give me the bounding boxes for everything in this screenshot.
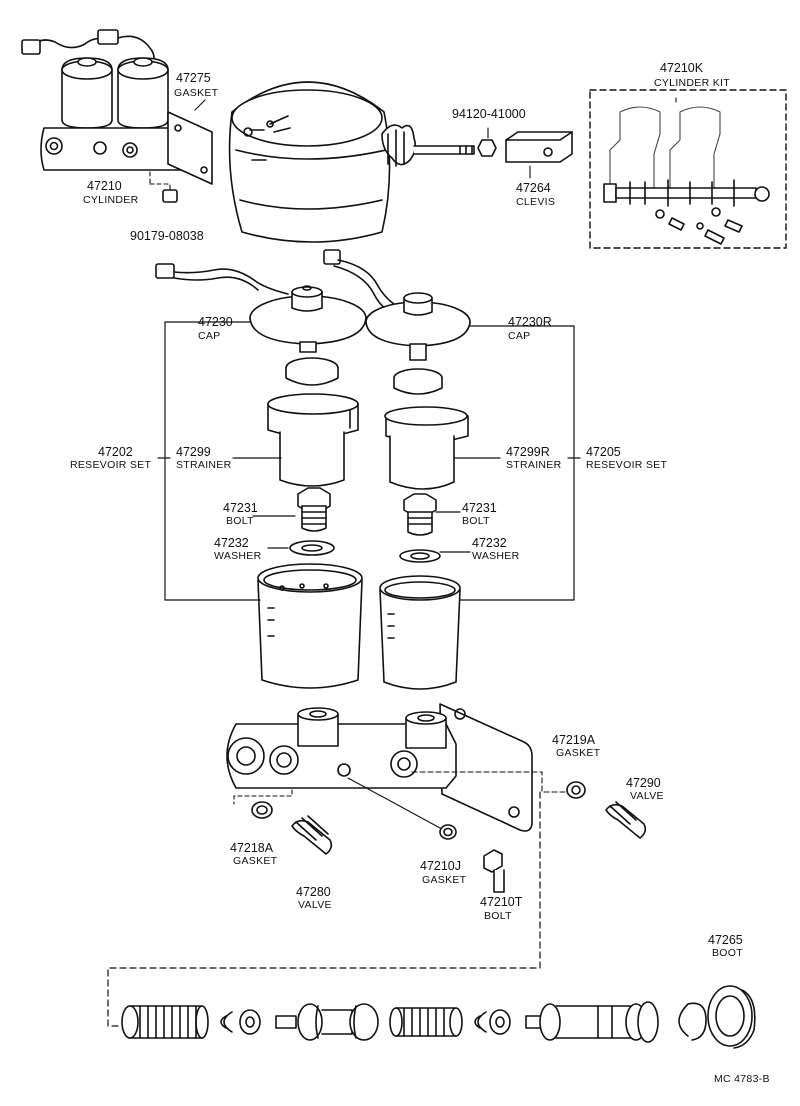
label-47231-right-number: 47231 <box>462 501 497 515</box>
label-47230R-name: CAP <box>508 330 531 342</box>
label-47202-number: 47202 <box>98 445 133 459</box>
label-47230R-number: 47230R <box>508 315 552 329</box>
label-47219A-name: GASKET <box>556 747 601 759</box>
label-47205-name: RESEVOIR SET <box>586 459 667 471</box>
label-47290-name: VALVE <box>630 790 664 802</box>
label-47202-name: RESEVOIR SET <box>70 459 151 471</box>
label-47275-number: 47275 <box>176 71 211 85</box>
label-47275-name: GASKET <box>174 87 219 99</box>
label-47218A-name: GASKET <box>233 855 278 867</box>
left-reservoir-set-illustration <box>155 263 367 689</box>
part-labels: 47275 GASKET 47210 CYLINDER 90179-08038 … <box>70 61 770 1085</box>
label-47210-name: CYLINDER <box>83 194 139 206</box>
body-fittings-illustration <box>251 781 647 893</box>
label-90179-number: 90179-08038 <box>130 229 204 243</box>
label-47205-number: 47205 <box>586 445 621 459</box>
label-47299R-name: STRAINER <box>506 459 562 471</box>
brake-booster-illustration <box>228 81 573 243</box>
label-47210J-name: GASKET <box>422 874 467 886</box>
label-47230-number: 47230 <box>198 315 233 329</box>
label-47218A-number: 47218A <box>230 841 274 855</box>
label-47210K-name: CYLINDER KIT <box>654 77 730 89</box>
right-reservoir-set-illustration <box>323 249 471 690</box>
reservoir-set-brackets <box>157 321 581 601</box>
piston-parts-row-illustration <box>121 985 756 1049</box>
label-47280-name: VALVE <box>298 899 332 911</box>
label-47280-number: 47280 <box>296 885 331 899</box>
label-47232-right-number: 47232 <box>472 536 507 550</box>
label-47231-left-name: BOLT <box>226 515 254 527</box>
label-47264-number: 47264 <box>516 181 551 195</box>
label-47232-left-name: WASHER <box>214 550 262 562</box>
label-47232-right-name: WASHER <box>472 550 520 562</box>
label-47210T-number: 47210T <box>480 895 523 909</box>
label-47210K-number: 47210K <box>660 61 704 75</box>
label-47290-number: 47290 <box>626 776 661 790</box>
label-47210J-number: 47210J <box>420 859 461 873</box>
label-47299-name: STRAINER <box>176 459 232 471</box>
label-94120-number: 94120-41000 <box>452 107 526 121</box>
cylinder-kit-box <box>589 89 787 249</box>
cylinder-body-illustration <box>226 703 567 832</box>
label-47265-number: 47265 <box>708 933 743 947</box>
label-47232-left-number: 47232 <box>214 536 249 550</box>
label-47231-right-name: BOLT <box>462 515 490 527</box>
label-47219A-number: 47219A <box>552 733 596 747</box>
diagram-code: MC 4783-B <box>714 1073 770 1085</box>
label-47230-name: CAP <box>198 330 221 342</box>
label-47264-name: CLEVIS <box>516 196 555 208</box>
label-47231-left-number: 47231 <box>223 501 258 515</box>
label-47210T-name: BOLT <box>484 910 512 922</box>
label-47299-number: 47299 <box>176 445 211 459</box>
label-47265-name: BOOT <box>712 947 743 959</box>
label-47210-number: 47210 <box>87 179 122 193</box>
label-47299R-number: 47299R <box>506 445 550 459</box>
dashed-leader-bottom <box>107 791 541 1027</box>
master-cylinder-assembly-illustration <box>21 29 213 203</box>
